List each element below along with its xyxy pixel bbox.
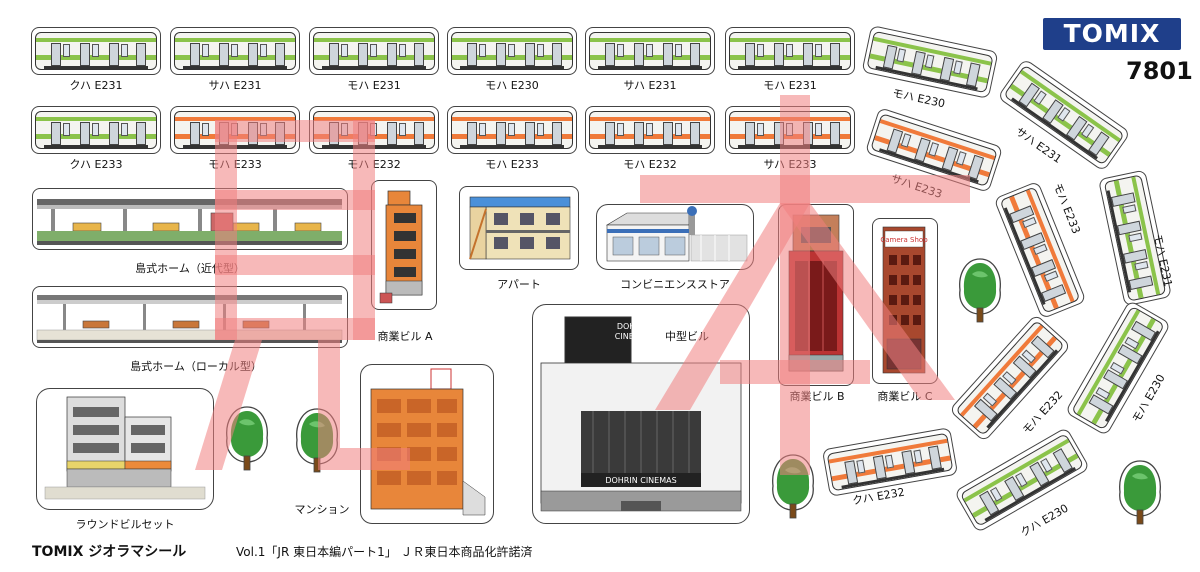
row1-car-1-label: サハ E231 [208,79,262,92]
row2-car-3-label: モハ E233 [485,158,539,171]
commercial-a-sticker[interactable] [371,180,437,310]
saha-e233-mid-sticker[interactable] [864,107,1004,193]
moha-e232-right-label: モハ E232 [1020,388,1066,437]
row2-car-0-car [35,111,157,149]
row1-car-5-label: モハ E231 [763,79,817,92]
convenience-store-sticker[interactable] [596,204,754,270]
mid-building-graphic [540,316,742,512]
platform-modern-sticker[interactable] [32,188,348,250]
label-platform-modern: 島式ホーム（近代型） [135,262,245,275]
row1-car-0-label: クハ E231 [69,79,123,92]
moha-e232-right-sticker[interactable] [948,313,1072,443]
row2-car-1-sticker[interactable] [170,106,300,154]
saha-e233-mid-label: サハ E233 [889,172,944,201]
apartment-sticker[interactable] [459,186,579,270]
kuha-e230-bottom-sticker[interactable] [953,426,1091,534]
row2-car-3-car [451,111,573,149]
label-round-building: ラウンドビルセット [75,518,175,531]
saha-e233-mid-car [870,113,998,187]
round-building-graphic [44,396,206,500]
moha-e230-top-label: モハ E230 [891,86,947,111]
moha-e230-top-car [866,30,994,94]
mansion-graphic [370,368,486,516]
tomix-logo: TOMIX [1043,18,1181,50]
row2-car-5-car [729,111,851,149]
row2-car-3-sticker[interactable] [447,106,577,154]
row1-car-3-label: モハ E230 [485,79,539,92]
tree-sticker-2[interactable] [956,256,1004,332]
row1-car-5-car [729,32,851,70]
row2-car-4-car [589,111,711,149]
row2-car-5-label: サハ E233 [763,158,817,171]
saha-e231-right-car [1003,64,1125,166]
row1-car-4-car [589,32,711,70]
commercial-c-sticker[interactable]: Camera Shop [872,218,938,384]
row2-car-0-sticker[interactable] [31,106,161,154]
row2-car-5-sticker[interactable] [725,106,855,154]
tree-sticker-1[interactable] [293,406,341,482]
product-number: 7801 [1126,57,1193,85]
commercial-b-sticker[interactable] [778,204,854,386]
row2-car-1-car [174,111,296,149]
tree-sticker-4[interactable] [1116,458,1164,534]
kuha-e232-bottom-car [826,432,954,492]
label-commercial-b: 商業ビル B [789,390,845,403]
row1-car-0-car [35,32,157,70]
platform-local-graphic [36,295,343,343]
cinema-sign-band: DOHRIN CINEMAS [605,476,677,485]
commercial-a-graphic [379,190,423,304]
row1-car-4-label: サハ E231 [623,79,677,92]
row1-car-1-car [174,32,296,70]
cinema-sign-top: DOHRIN CINEMAS [614,322,652,341]
footer-description: Vol.1「JR 東日本編パート1」 ＪＲ東日本商品化許諾済 [236,545,533,559]
row1-car-5-sticker[interactable] [725,27,855,75]
label-platform-local: 島式ホーム（ローカル型） [130,360,262,373]
moha-e232-right-car [955,319,1065,437]
moha-e230-far-car [1071,305,1165,431]
row2-car-1-label: モハ E233 [208,158,262,171]
moha-e230-far-sticker[interactable] [1064,299,1172,437]
label-mid-building: 中型ビル [665,330,709,343]
row2-car-2-label: モハ E232 [347,158,401,171]
label-mansion: マンション [294,503,350,516]
kuha-e230-bottom-label: クハ E230 [1018,501,1071,540]
mansion-sticker[interactable] [360,364,494,524]
row2-car-4-label: モハ E232 [623,158,677,171]
camera-shop-sign: Camera Shop [880,236,928,244]
row1-car-4-sticker[interactable] [585,27,715,75]
platform-local-sticker[interactable] [32,286,348,348]
label-commercial-a: 商業ビル A [377,330,433,343]
kuha-e232-bottom-sticker[interactable] [821,427,959,497]
row1-car-2-label: モハ E231 [347,79,401,92]
row1-car-3-sticker[interactable] [447,27,577,75]
row1-car-1-sticker[interactable] [170,27,300,75]
label-convenience-store: コンビニエンスストア [620,278,730,291]
apartment-graphic [469,196,571,260]
label-apartment: アパート [497,278,541,291]
tree-sticker-0[interactable] [223,404,271,480]
row2-car-2-sticker[interactable] [309,106,439,154]
platform-modern-graphic [37,199,342,245]
row2-car-2-car [313,111,435,149]
row1-car-0-sticker[interactable] [31,27,161,75]
row2-car-4-sticker[interactable] [585,106,715,154]
round-building-sticker[interactable] [36,388,214,510]
moha-e233-right-sticker[interactable] [993,180,1087,320]
row1-car-2-car [313,32,435,70]
label-commercial-c: 商業ビル C [877,390,933,403]
tree-sticker-3[interactable] [769,452,817,528]
convenience-store-graphic [605,206,748,262]
row1-car-2-sticker[interactable] [309,27,439,75]
moha-e230-top-sticker[interactable] [861,25,999,99]
footer-title: TOMIX ジオラマシール [32,544,187,560]
commercial-b-graphic [788,214,844,372]
row2-car-0-label: クハ E233 [69,158,123,171]
row1-car-3-car [451,32,573,70]
commercial-c-graphic: Camera Shop [880,226,928,374]
